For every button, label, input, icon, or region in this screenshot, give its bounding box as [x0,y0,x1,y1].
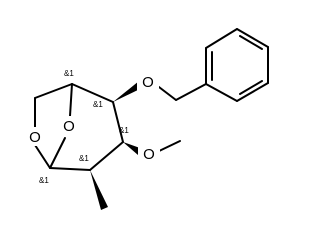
stereo-label-c-benzyloxy: &1 [93,100,103,109]
bond-phenyl-6-1 [205,83,238,102]
atom-o-ring: O [29,129,41,146]
bond-c-benzyloxy-c-methoxy [112,101,124,143]
stereo-label-c-methyl: &1 [79,154,89,163]
stereo-label-c-methoxy: &1 [119,126,129,135]
wedge-bond-methyl [90,170,108,210]
stereo-label-c-bridgehead: &1 [64,69,74,78]
halo-o-methoxy [138,144,160,163]
bond-phenyl-5-6 [236,82,269,102]
bond-c-methyl-c-anomeric [49,167,91,171]
bond-layer [34,28,269,210]
wedge-bond-benzyloxy-oxygen [113,81,142,102]
halo-o-bridge [58,116,80,135]
atom-o-bridge: O [63,118,75,135]
bond-ch2-phenyl [175,83,207,101]
bond-c-methoxy-c-methyl [89,141,124,171]
atom-o-methoxy: O [143,146,155,163]
bond-phenyl-inner-double-b [239,35,263,50]
bond-c-bridgehead-c-benzyloxy [71,83,114,103]
wedge-bond-methoxy-oxygen [123,142,140,155]
atom-o-benzyloxy: O [142,74,154,91]
stereo-label-c-anomeric: &1 [39,176,49,185]
bond-o-methoxy-methyl [156,140,181,153]
atom-layer: O O O O [24,72,160,163]
halo-o-benzyloxy [137,72,159,91]
molecule-structure-diagram: O O O O &1 &1 &1 &1 &1 [24,28,269,210]
bond-phenyl-inner-double-c [239,80,263,95]
bond-phenyl-2-3 [205,28,238,49]
stereo-label-layer: &1 &1 &1 &1 &1 [39,69,129,185]
bond-o-bridge-c-anomeric [49,137,66,169]
bond-o-ring-c-anomeric [34,144,51,169]
bond-phenyl-3-4 [236,28,269,48]
bond-ring-ch2-c-bridgehead-top [34,83,73,99]
bond-c-bridgehead-o-bridge [69,83,73,117]
halo-o-ring [24,127,46,146]
